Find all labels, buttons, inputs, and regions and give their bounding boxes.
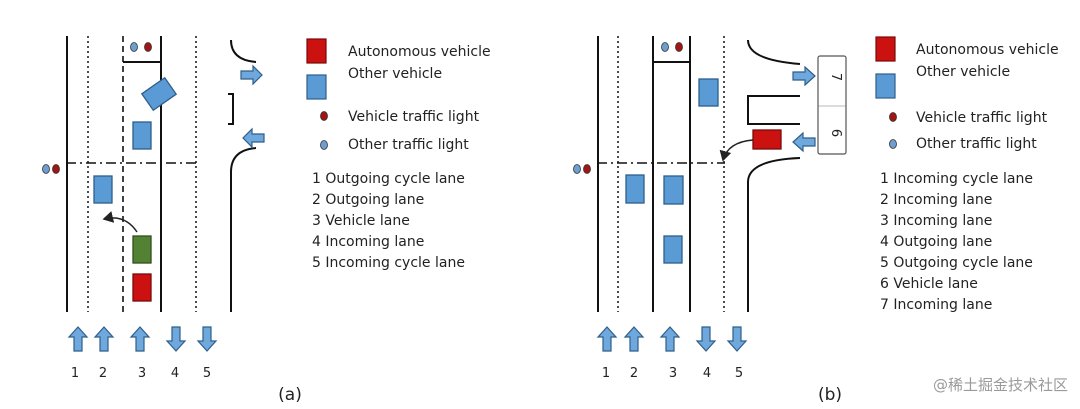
lane-number: 3 xyxy=(138,366,146,381)
legend-label: Other traffic light xyxy=(916,136,1037,152)
side-lane-number: 7 xyxy=(828,73,843,81)
panel-caption: (a) xyxy=(278,385,302,405)
down-arrow-icon xyxy=(165,326,187,352)
blue-light-icon xyxy=(130,42,138,52)
curb-island xyxy=(228,93,234,125)
lane-number: 1 xyxy=(71,366,79,381)
up-arrow-icon xyxy=(129,326,151,352)
autonomous-vehicle xyxy=(752,129,782,150)
lane-number: 5 xyxy=(735,366,743,381)
lane-number: 4 xyxy=(703,366,711,381)
lane-number: 2 xyxy=(630,366,638,381)
legend-label: Autonomous vehicle xyxy=(348,44,491,60)
curb-top xyxy=(747,39,801,65)
lane-number: 5 xyxy=(203,366,211,381)
other-vehicle xyxy=(663,235,683,264)
lane-numbers-a: 1 2 3 4 5 xyxy=(71,366,211,381)
lane-description: 4 Incoming lane xyxy=(312,234,424,250)
lane-number: 1 xyxy=(602,366,610,381)
other-vehicle xyxy=(663,175,684,205)
up-arrow-icon xyxy=(93,326,115,352)
legend-label: Other vehicle xyxy=(348,66,442,82)
other-vehicle xyxy=(625,174,645,204)
turning-vehicle xyxy=(140,76,178,112)
lane-description: 1 Incoming cycle lane xyxy=(880,171,1033,187)
legend-label: Other vehicle xyxy=(916,64,1010,80)
lane-description: 5 Outgoing cycle lane xyxy=(880,255,1033,271)
legend-a: Autonomous vehicle Other vehicle Vehicle… xyxy=(306,38,491,153)
legend-label: Other traffic light xyxy=(348,137,469,153)
down-arrow-icon xyxy=(196,326,218,352)
lane-description: 2 Outgoing lane xyxy=(312,192,424,208)
other-vehicle xyxy=(698,78,719,107)
autonomous-vehicle xyxy=(132,273,152,302)
legend-b: Autonomous vehicle Other vehicle Vehicle… xyxy=(875,36,1059,152)
lane-change-arrow xyxy=(102,211,138,233)
curb-top xyxy=(230,39,257,63)
down-arrow-icon xyxy=(726,326,748,352)
lane-description: 3 Vehicle lane xyxy=(312,213,410,229)
lane-numbers-b: 1 2 3 4 5 xyxy=(602,366,743,381)
legend-label: Autonomous vehicle xyxy=(916,42,1059,58)
panel-caption: (b) xyxy=(818,385,842,405)
road-a xyxy=(66,36,257,312)
lane-number: 2 xyxy=(99,366,107,381)
lane-description: 1 Outgoing cycle lane xyxy=(312,171,465,187)
lane-number: 3 xyxy=(669,366,677,381)
lane-description: 3 Incoming lane xyxy=(880,213,992,229)
up-arrow-icon xyxy=(623,326,645,352)
left-arrow-icon xyxy=(242,127,265,149)
curb-island xyxy=(747,95,800,125)
road-b xyxy=(597,36,801,312)
red-car-icon xyxy=(875,36,896,62)
up-arrow-icon xyxy=(596,326,618,352)
blue-light-icon xyxy=(320,140,328,150)
lane-arrows-a xyxy=(67,326,218,352)
blue-light-icon xyxy=(42,164,50,174)
lane-list-b: 1 Incoming cycle lane 2 Incoming lane 3 … xyxy=(880,171,1033,313)
lane-arrows-b xyxy=(596,326,748,352)
blue-light-icon xyxy=(661,42,669,52)
up-arrow-icon xyxy=(67,326,89,352)
red-light-icon xyxy=(583,164,591,174)
red-light-icon xyxy=(52,164,60,174)
right-arrow-icon xyxy=(240,64,263,86)
red-car-icon xyxy=(306,38,327,64)
other-vehicle xyxy=(132,121,152,150)
lane-description: 7 Incoming lane xyxy=(880,297,992,313)
red-light-icon xyxy=(144,42,152,52)
down-arrow-icon xyxy=(695,326,717,352)
other-vehicle xyxy=(93,175,113,204)
blue-car-icon xyxy=(875,73,896,99)
left-arrow-icon xyxy=(792,131,816,153)
lane-description: 5 Incoming cycle lane xyxy=(312,255,465,271)
legend-label: Vehicle traffic light xyxy=(916,110,1048,126)
lane-number: 4 xyxy=(171,366,179,381)
curb-bottom xyxy=(747,157,801,312)
lane-list-a: 1 Outgoing cycle lane 2 Outgoing lane 3 … xyxy=(312,171,465,271)
red-light-icon xyxy=(320,111,328,121)
side-lane-number: 6 xyxy=(828,129,843,137)
turn-arrow xyxy=(719,139,754,162)
panel-a: 1 2 3 4 5 Autonomous vehicle Other vehic… xyxy=(42,36,491,405)
red-light-icon xyxy=(675,42,683,52)
blue-light-icon xyxy=(573,164,581,174)
up-arrow-icon xyxy=(659,326,681,352)
lane-description: 4 Outgoing lane xyxy=(880,234,992,250)
blue-light-icon xyxy=(889,139,897,149)
green-vehicle xyxy=(132,235,152,264)
side-lane-sign xyxy=(817,55,847,155)
red-light-icon xyxy=(889,112,897,122)
lane-description: 6 Vehicle lane xyxy=(880,276,978,292)
lane-description: 2 Incoming lane xyxy=(880,192,992,208)
right-arrow-icon xyxy=(792,65,816,87)
curb-bottom xyxy=(230,147,257,312)
panel-b: 7 6 1 2 3 4 5 Autonomous vehicle Other v… xyxy=(573,36,1059,405)
watermark: @稀土掘金技术社区 xyxy=(933,376,1068,394)
blue-car-icon xyxy=(306,74,327,100)
legend-label: Vehicle traffic light xyxy=(348,109,480,125)
